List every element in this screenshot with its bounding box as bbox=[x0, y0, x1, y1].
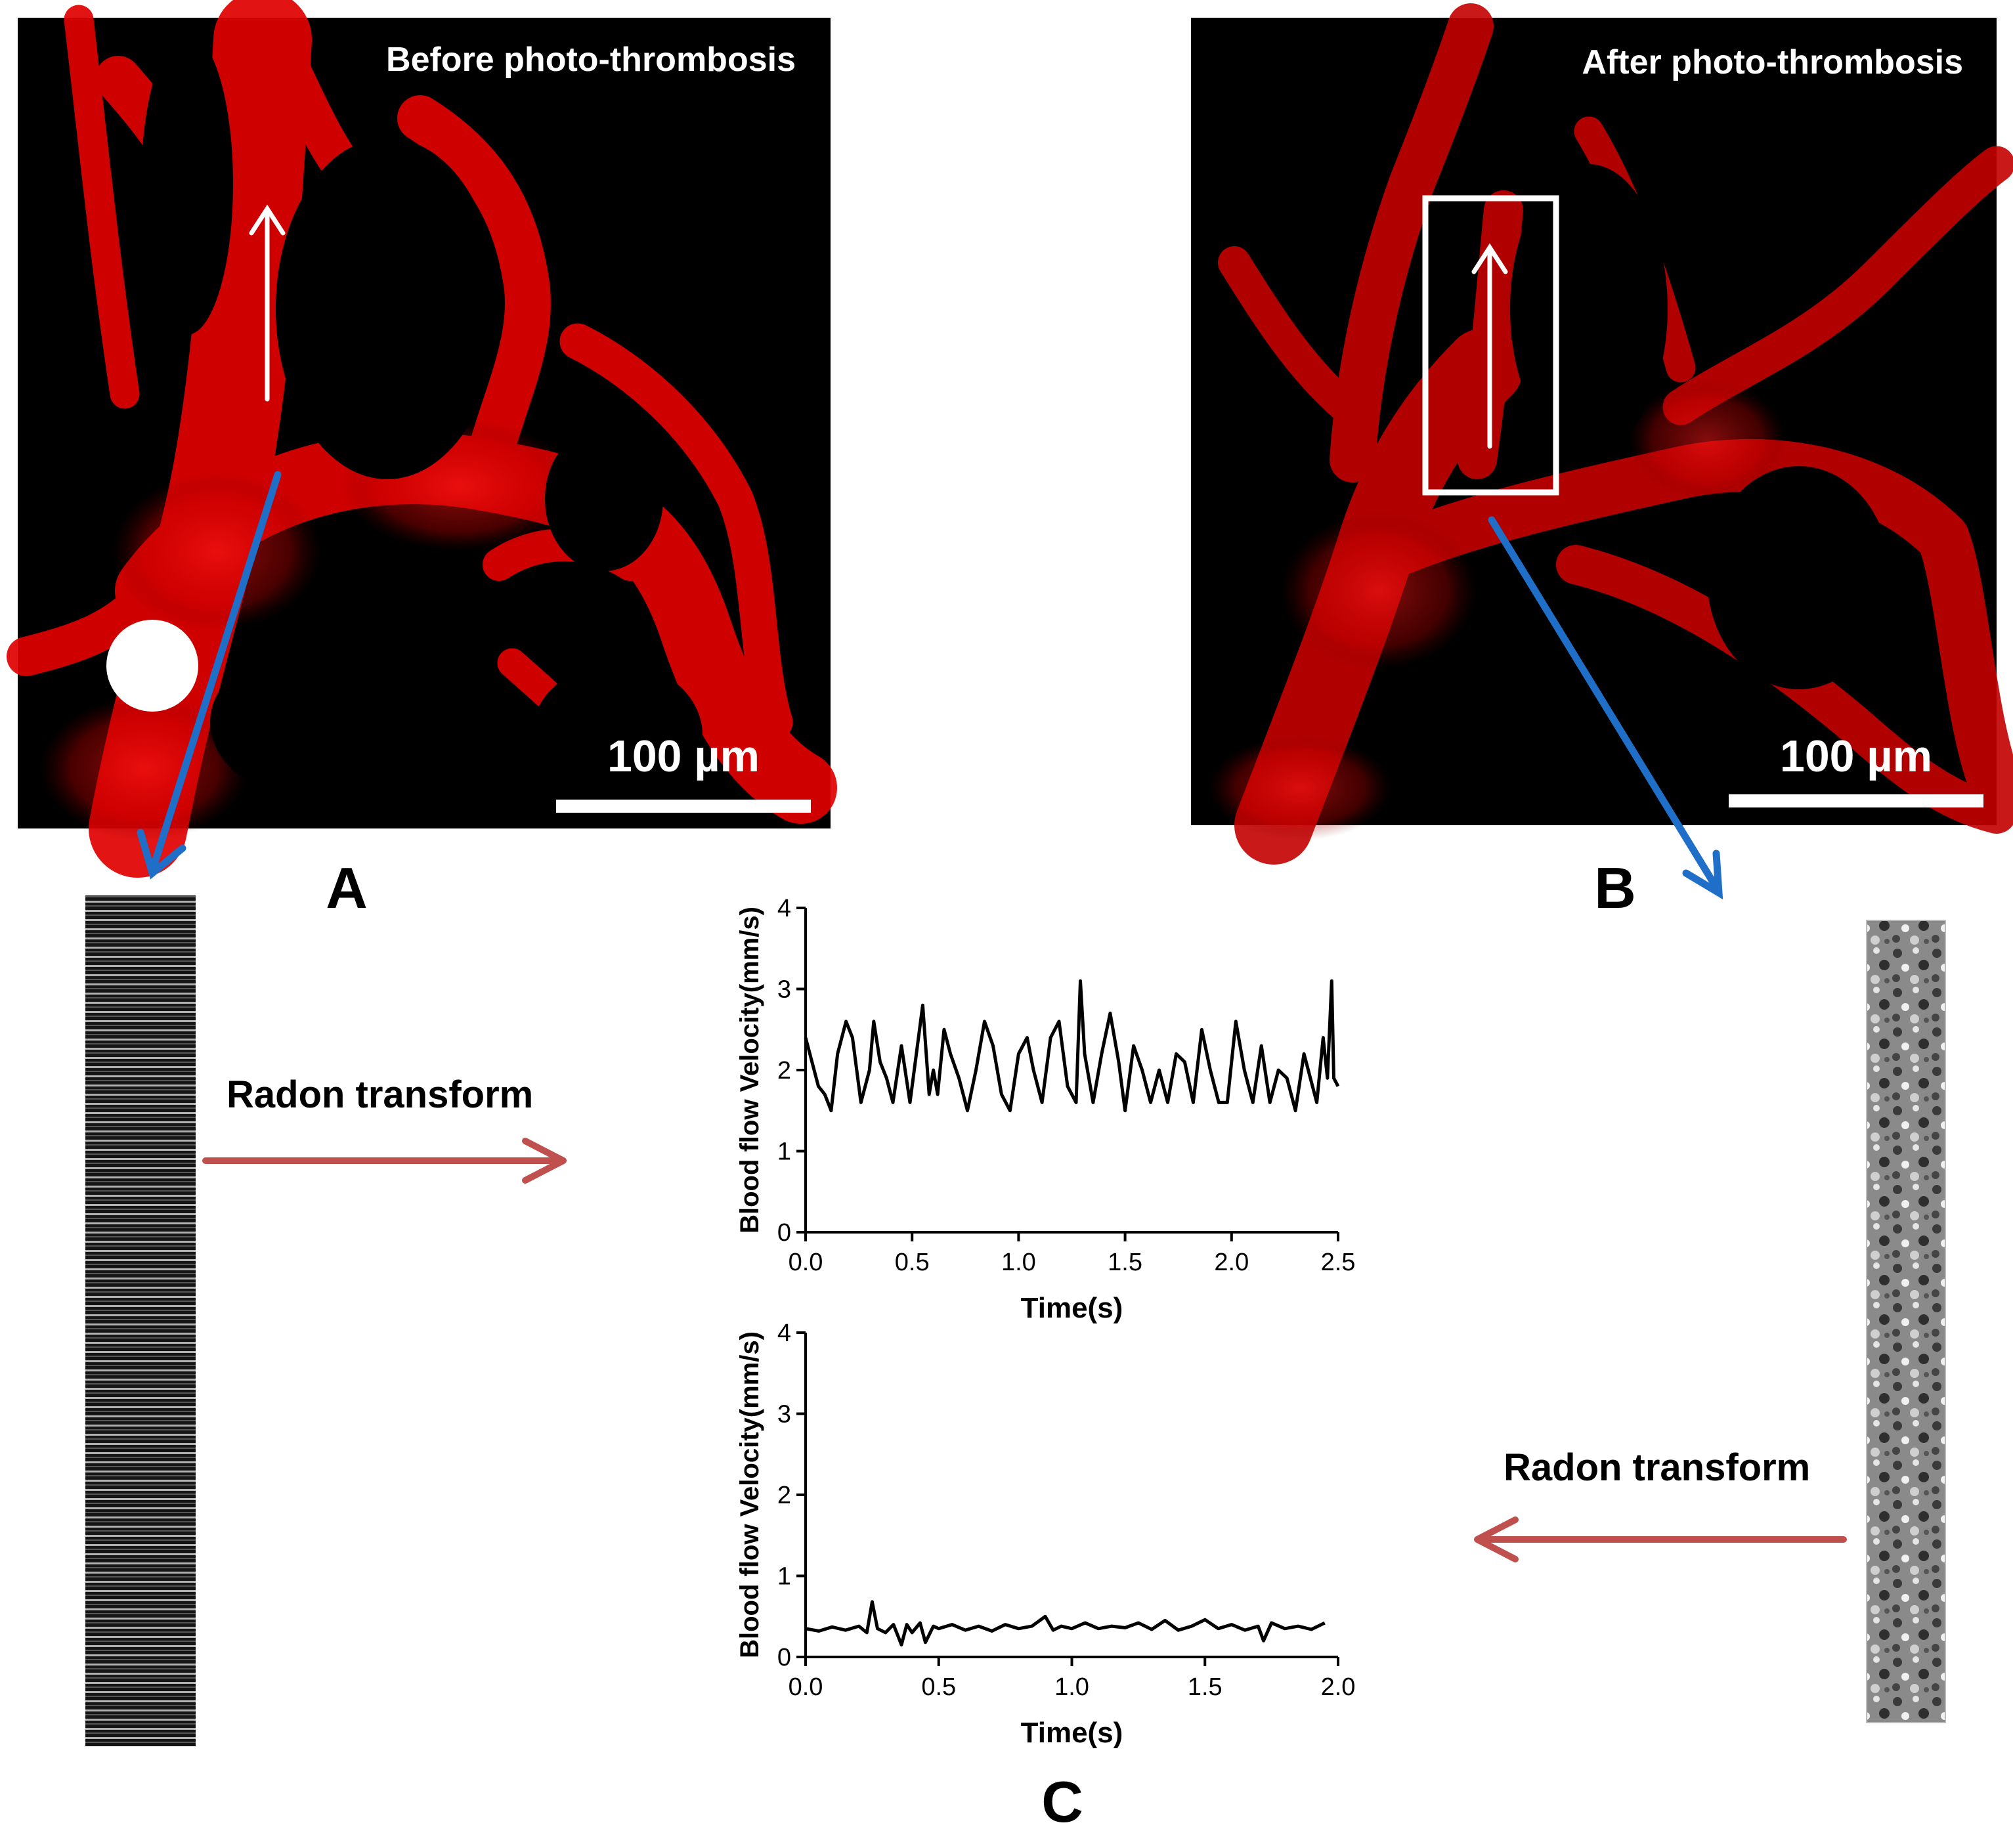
scale-label-b: 100 µm bbox=[1780, 731, 1932, 781]
x-tick-label: 1.0 bbox=[1001, 1249, 1036, 1276]
pointer-arrow-a bbox=[137, 471, 282, 880]
radon-arrow-left bbox=[1474, 1516, 1847, 1562]
x-tick-label: 1.0 bbox=[1054, 1673, 1089, 1701]
linescan-before bbox=[85, 895, 196, 1746]
x-axis-label: Time(s) bbox=[1021, 1717, 1123, 1749]
y-tick-label: 2 bbox=[777, 1482, 791, 1509]
x-tick-label: 1.5 bbox=[1108, 1249, 1142, 1276]
photothrombosis-spot bbox=[106, 620, 198, 712]
scale-label-a: 100 µm bbox=[607, 731, 760, 781]
x-tick-label: 1.5 bbox=[1188, 1673, 1223, 1701]
scale-bar-b bbox=[1729, 794, 1983, 807]
x-tick-label: 2.0 bbox=[1214, 1249, 1249, 1276]
x-tick-label: 2.0 bbox=[1321, 1673, 1356, 1701]
y-tick-label: 1 bbox=[777, 1563, 791, 1591]
panel-a-micrograph: 100 µm Before photo-thrombosis bbox=[7, 0, 837, 878]
panel-a-title: Before photo-thrombosis bbox=[386, 41, 796, 79]
y-tick-label: 0 bbox=[777, 1644, 791, 1671]
roi-box bbox=[1422, 195, 1559, 496]
flow-arrow-a bbox=[249, 204, 286, 402]
panel-b-title: After photo-thrombosis bbox=[1582, 43, 1963, 81]
x-tick-label: 0.5 bbox=[921, 1673, 956, 1701]
velocity-series-line bbox=[804, 979, 1340, 1113]
panel-letter-a: A bbox=[326, 855, 368, 920]
linescan-after bbox=[1866, 920, 1946, 1723]
panel-letter-b: B bbox=[1594, 855, 1636, 920]
pointer-arrow-b bbox=[1488, 516, 1723, 900]
y-tick-label: 0 bbox=[777, 1219, 791, 1247]
velocity-series-line bbox=[805, 1600, 1326, 1646]
scale-bar-a bbox=[556, 800, 811, 813]
y-tick-label: 1 bbox=[777, 1138, 791, 1166]
radon-label-right: Radon transform bbox=[1504, 1446, 1810, 1489]
x-tick-label: 0.5 bbox=[895, 1249, 930, 1276]
panel-letter-c: C bbox=[1041, 1769, 1083, 1834]
x-tick-label: 0.0 bbox=[789, 1673, 823, 1701]
y-tick-label: 4 bbox=[777, 1320, 791, 1347]
y-axis-label: Blood flow Velocity(mm/s) bbox=[735, 1331, 764, 1658]
y-tick-label: 2 bbox=[777, 1057, 791, 1085]
y-axis-label: Blood flow Velocity(mm/s) bbox=[735, 907, 764, 1234]
radon-arrow-right bbox=[202, 1138, 567, 1184]
x-tick-label: 2.5 bbox=[1321, 1249, 1356, 1276]
x-tick-label: 0.0 bbox=[789, 1249, 823, 1276]
y-tick-label: 3 bbox=[777, 976, 791, 1004]
flow-arrow-b bbox=[1471, 243, 1508, 449]
panel-b-micrograph: 100 µm After photo-thrombosis bbox=[1191, 3, 2013, 865]
x-axis-label: Time(s) bbox=[1021, 1292, 1123, 1324]
y-tick-label: 3 bbox=[777, 1401, 791, 1429]
radon-label-left: Radon transform bbox=[227, 1073, 533, 1116]
y-tick-label: 4 bbox=[777, 895, 791, 922]
